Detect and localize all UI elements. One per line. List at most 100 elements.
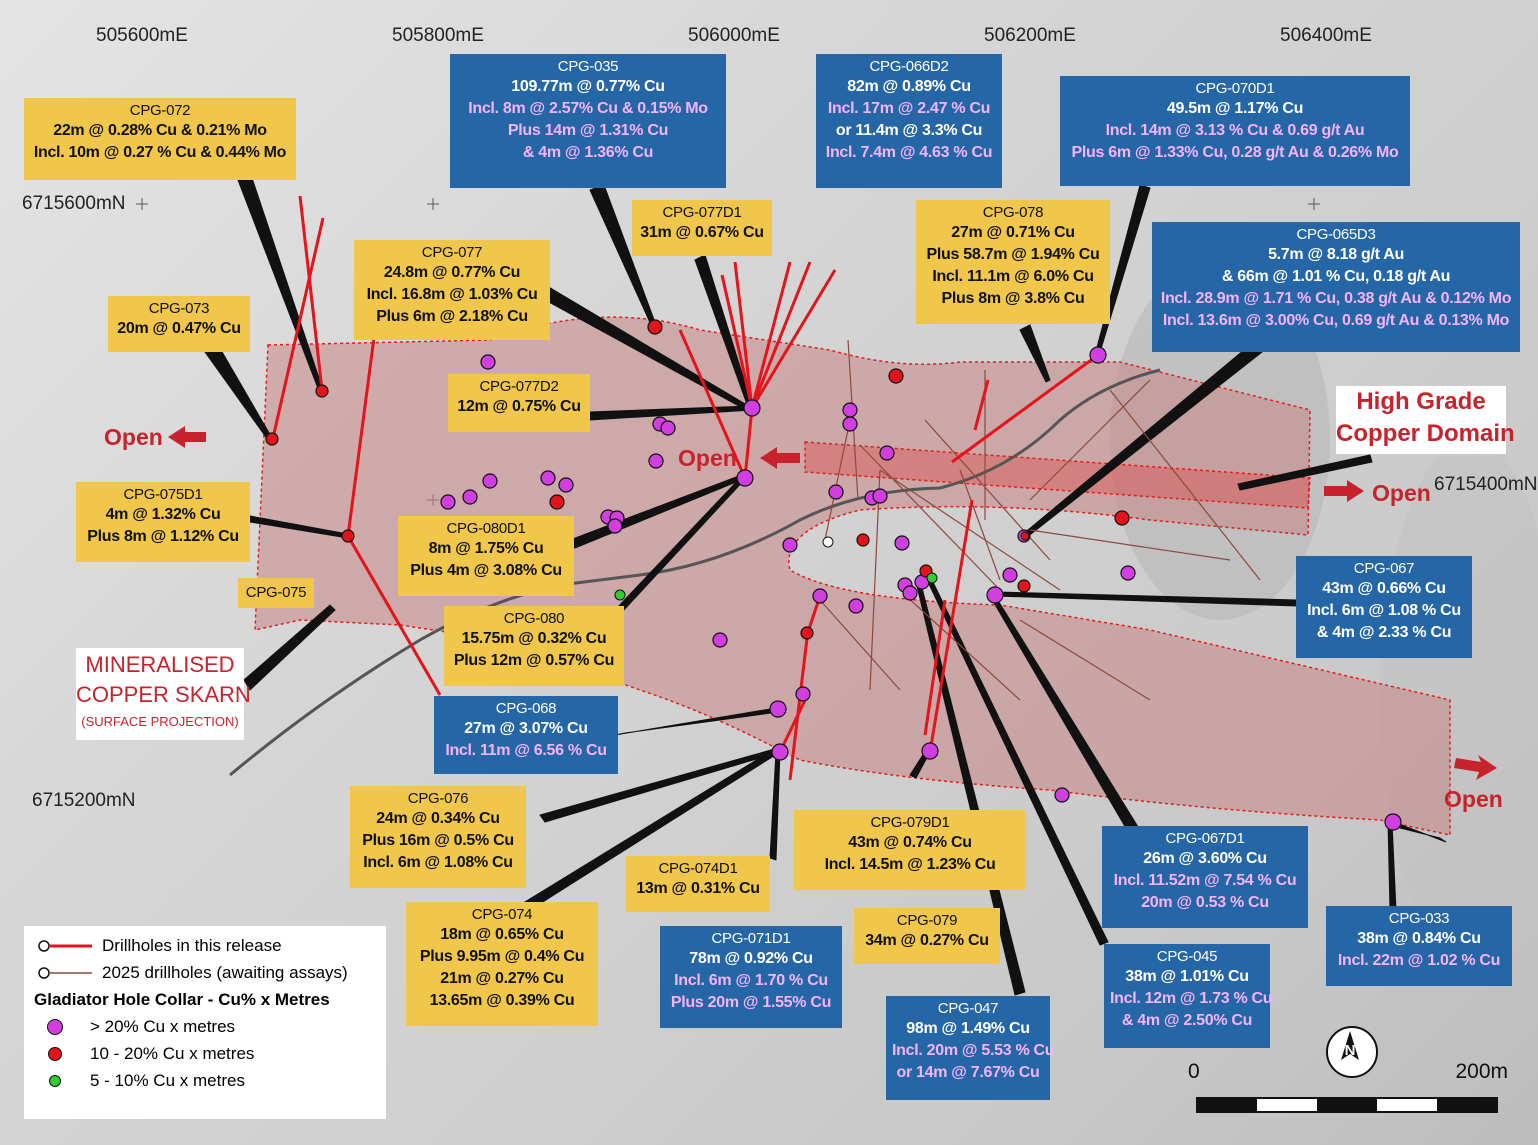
assay-box-cpg035: CPG-035 109.77m @ 0.77% Cu Incl. 8m @ 2.… bbox=[450, 54, 726, 188]
legend-label: 10 - 20% Cu x metres bbox=[90, 1043, 255, 1063]
hole-id: CPG-076 bbox=[407, 790, 469, 807]
legend-row: > 20% Cu x metres bbox=[34, 1013, 376, 1040]
assay-line: Incl. 14m @ 3.13 % Cu & 0.69 g/t Au bbox=[1105, 122, 1365, 139]
assay-line: 18m @ 0.65% Cu bbox=[440, 926, 564, 943]
hole-id: CPG-075D1 bbox=[123, 486, 203, 503]
open-label: Open bbox=[678, 445, 737, 471]
skarn-label: (SURFACE PROJECTION) bbox=[81, 714, 239, 729]
hole-id: CPG-074D1 bbox=[658, 860, 738, 877]
high-grade-label: High Grade bbox=[1356, 388, 1486, 415]
hole-id: CPG-080D1 bbox=[446, 520, 526, 537]
red-dot-icon bbox=[34, 1046, 76, 1061]
scale-bar: 0 200m bbox=[1188, 1060, 1508, 1120]
assay-line: Incl. 6m @ 1.08 % Cu bbox=[1307, 602, 1461, 619]
assay-line: Incl. 16.8m @ 1.03% Cu bbox=[366, 286, 538, 303]
collar-awaiting bbox=[822, 536, 834, 548]
assay-box-cpg065d3: CPG-065D3 5.7m @ 8.18 g/t Au & 66m @ 1.0… bbox=[1152, 222, 1520, 352]
easting-label: 505600mE bbox=[96, 25, 188, 46]
assay-line: & 4m @ 1.36% Cu bbox=[522, 144, 654, 161]
assay-box-cpg074: CPG-074 18m @ 0.65% Cu Plus 9.95m @ 0.4%… bbox=[406, 902, 598, 1026]
legend-label: Drillholes in this release bbox=[102, 935, 282, 955]
assay-line: Incl. 8m @ 2.57% Cu & 0.15% Mo bbox=[468, 100, 708, 117]
hole-id: CPG-035 bbox=[557, 58, 619, 75]
hole-id: CPG-075 bbox=[245, 584, 307, 601]
easting-label: 506200mE bbox=[984, 25, 1076, 46]
new-drillhole-icon bbox=[34, 938, 96, 954]
assay-line: Incl. 11.52m @ 7.54 % Cu bbox=[1113, 872, 1297, 889]
assay-line: 78m @ 0.92% Cu bbox=[689, 950, 813, 967]
collars-medium bbox=[265, 319, 1130, 640]
assay-line: 27m @ 0.71% Cu bbox=[951, 224, 1075, 241]
hole-id: CPG-073 bbox=[148, 300, 210, 317]
assay-box-cpg071d1: CPG-071D1 78m @ 0.92% Cu Incl. 6m @ 1.70… bbox=[660, 926, 842, 1028]
hole-id: CPG-071D1 bbox=[711, 930, 791, 947]
hole-id: CPG-074 bbox=[471, 906, 533, 923]
assay-box-cpg072: CPG-072 22m @ 0.28% Cu & 0.21% Mo Incl. … bbox=[24, 98, 296, 180]
assay-line: 38m @ 1.01% Cu bbox=[1125, 968, 1249, 985]
legend: Drillholes in this release 2025 drillhol… bbox=[24, 926, 386, 1119]
hole-id: CPG-033 bbox=[1388, 910, 1450, 927]
hole-id: CPG-067D1 bbox=[1165, 830, 1245, 847]
assay-line: 20m @ 0.47% Cu bbox=[117, 320, 241, 337]
assay-line: 15.75m @ 0.32% Cu bbox=[461, 630, 607, 647]
assay-line: Incl. 12m @ 1.73 % Cu bbox=[1110, 990, 1273, 1007]
high-grade-label-box: High Grade Copper Domain bbox=[1336, 386, 1515, 454]
hole-id: CPG-070D1 bbox=[1195, 80, 1275, 97]
assay-line: Plus 16m @ 0.5% Cu bbox=[362, 832, 514, 849]
hole-id: CPG-045 bbox=[1156, 948, 1218, 965]
assay-line: Plus 9.95m @ 0.4% Cu bbox=[419, 948, 585, 965]
assay-box-cpg068: CPG-068 27m @ 3.07% Cu Incl. 11m @ 6.56 … bbox=[434, 696, 618, 774]
hole-id: CPG-077 bbox=[421, 244, 483, 261]
legend-label: > 20% Cu x metres bbox=[90, 1016, 236, 1036]
assay-line: Incl. 6m @ 1.70 % Cu bbox=[674, 972, 828, 989]
skarn-label-box: MINERALISED COPPER SKARN (SURFACE PROJEC… bbox=[76, 648, 251, 740]
legend-title: Gladiator Hole Collar - Cu% x Metres bbox=[34, 989, 330, 1009]
north-arrow-icon: N bbox=[1326, 1026, 1378, 1078]
skarn-label: COPPER SKARN bbox=[76, 682, 251, 707]
northing-label: 6715400mN bbox=[1434, 474, 1538, 495]
assay-box-cpg076: CPG-076 24m @ 0.34% Cu Plus 16m @ 0.5% C… bbox=[350, 786, 526, 888]
assay-line: 4m @ 1.32% Cu bbox=[105, 506, 221, 523]
hole-id: CPG-077D2 bbox=[479, 378, 559, 395]
assay-line: Incl. 14.5m @ 1.23% Cu bbox=[824, 856, 996, 873]
hole-id: CPG-072 bbox=[129, 102, 191, 119]
assay-box-cpg067d1: CPG-067D1 26m @ 3.60% Cu Incl. 11.52m @ … bbox=[1102, 826, 1308, 928]
assay-box-cpg077d2: CPG-077D2 12m @ 0.75% Cu bbox=[448, 374, 590, 432]
hole-id: CPG-078 bbox=[982, 204, 1044, 221]
legend-row: Drillholes in this release bbox=[34, 932, 376, 959]
assay-line: Incl. 11m @ 6.56 % Cu bbox=[445, 742, 607, 759]
collars-high bbox=[440, 346, 1402, 831]
assay-line: Incl. 17m @ 2.47 % Cu bbox=[827, 100, 991, 117]
assay-line: Plus 14m @ 1.31% Cu bbox=[507, 122, 669, 139]
assay-line: 38m @ 0.84% Cu bbox=[1357, 930, 1481, 947]
assay-line: 12m @ 0.75% Cu bbox=[457, 398, 581, 415]
assay-line: Incl. 7.4m @ 4.63 % Cu bbox=[825, 144, 993, 161]
assay-line: Incl. 6m @ 1.08% Cu bbox=[363, 854, 513, 871]
assay-line: Incl. 13.6m @ 3.00% Cu, 0.69 g/t Au & 0.… bbox=[1162, 312, 1510, 329]
assay-line: Incl. 10m @ 0.27 % Cu & 0.44% Mo bbox=[33, 144, 287, 161]
assay-line: or 11.4m @ 3.3% Cu bbox=[835, 122, 983, 139]
hole-id: CPG-079D1 bbox=[870, 814, 950, 831]
assay-line: Incl. 22m @ 1.02 % Cu bbox=[1337, 952, 1501, 969]
assay-box-cpg077d1: CPG-077D1 31m @ 0.67% Cu bbox=[632, 200, 772, 256]
northing-label: 6715200mN bbox=[32, 790, 136, 811]
assay-line: 43m @ 0.74% Cu bbox=[848, 834, 972, 851]
assay-line: 43m @ 0.66% Cu bbox=[1322, 580, 1446, 597]
assay-box-cpg080: CPG-080 15.75m @ 0.32% Cu Plus 12m @ 0.5… bbox=[444, 606, 624, 686]
assay-line: 34m @ 0.27% Cu bbox=[865, 932, 989, 949]
collar-low bbox=[926, 572, 938, 584]
hole-id: CPG-065D3 bbox=[1296, 226, 1376, 243]
legend-label: 5 - 10% Cu x metres bbox=[90, 1070, 245, 1090]
easting-label: 505800mE bbox=[392, 25, 484, 46]
scale-zero: 0 bbox=[1188, 1060, 1200, 1083]
assay-line: 5.7m @ 8.18 g/t Au bbox=[1268, 246, 1404, 263]
assay-box-cpg078: CPG-078 27m @ 0.71% Cu Plus 58.7m @ 1.94… bbox=[916, 200, 1110, 324]
assay-box-cpg079: CPG-079 34m @ 0.27% Cu bbox=[854, 908, 1000, 964]
assay-line: 109.77m @ 0.77% Cu bbox=[511, 78, 665, 95]
green-dot-icon bbox=[34, 1074, 76, 1087]
high-grade-label: Copper Domain bbox=[1336, 420, 1515, 447]
magenta-dot-icon bbox=[34, 1018, 76, 1035]
open-label: Open bbox=[1444, 786, 1503, 812]
assay-line: Plus 58.7m @ 1.94% Cu bbox=[926, 246, 1100, 263]
